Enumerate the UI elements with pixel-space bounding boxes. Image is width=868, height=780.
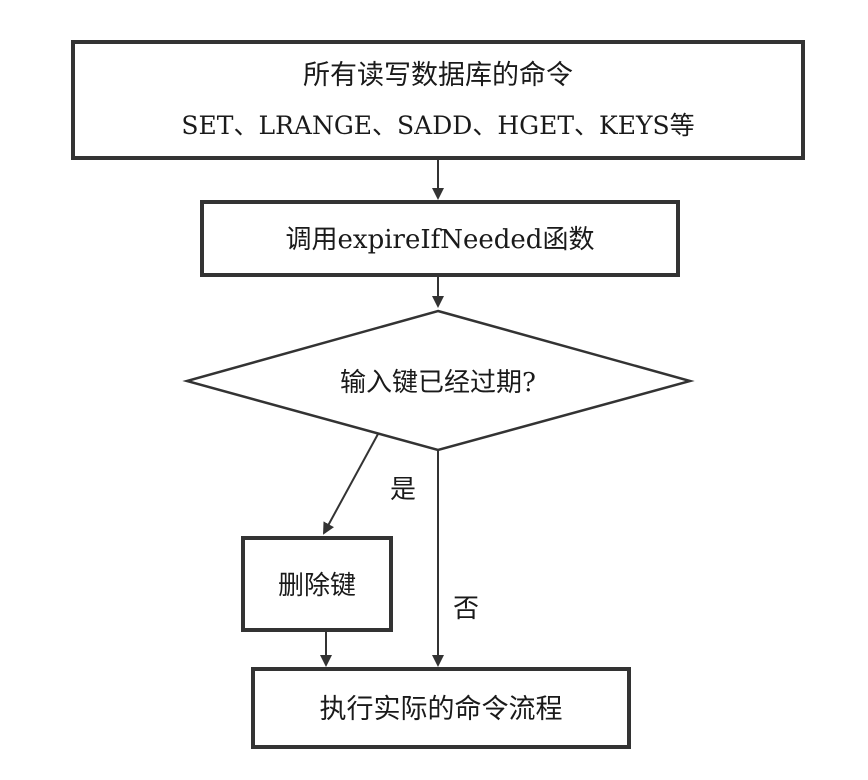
node-all-commands-examples: SET、LRANGE、SADD、HGET、KEYS等	[181, 111, 694, 140]
node-all-commands-title: 所有读写数据库的命令	[303, 60, 573, 91]
node-execute-command-label: 执行实际的命令流程	[320, 694, 563, 725]
edge-no-label: 否	[453, 594, 479, 624]
decision-label: 输入键已经过期?	[340, 368, 536, 398]
node-all-commands: 所有读写数据库的命令 SET、LRANGE、SADD、HGET、KEYS等	[71, 40, 805, 160]
node-call-expire-if-needed-label: 调用expireIfNeeded函数	[286, 225, 595, 255]
node-decision-key-expired: 输入键已经过期?	[182, 309, 695, 452]
node-delete-key-label: 删除键	[278, 571, 356, 601]
edge-yes-to-delete	[323, 433, 379, 535]
edge-yes-label: 是	[390, 475, 416, 505]
node-execute-command-box	[251, 667, 631, 749]
node-call-expire-if-needed-box	[200, 200, 680, 277]
node-delete-key: 删除键	[241, 536, 393, 632]
node-execute-command: 执行实际的命令流程	[251, 667, 631, 749]
node-call-expire-if-needed: 调用expireIfNeeded函数	[200, 200, 680, 277]
node-delete-key-box	[241, 536, 393, 632]
node-all-commands-box	[71, 40, 805, 160]
